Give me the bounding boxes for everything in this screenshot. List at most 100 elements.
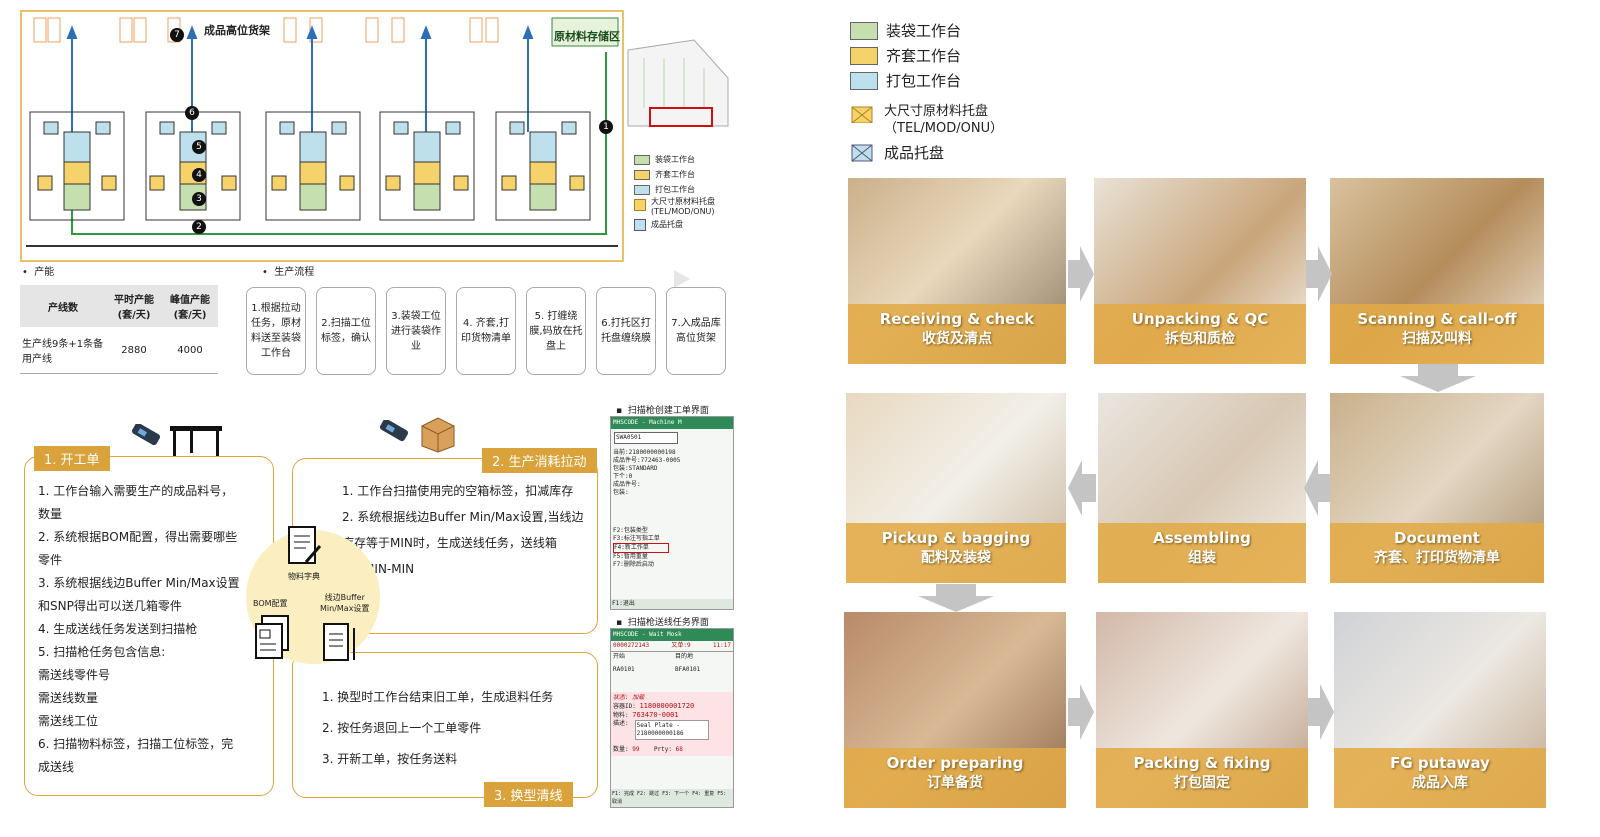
raw-pallet-icon	[851, 106, 873, 123]
scanner2-columns: 开始目的地	[611, 651, 733, 662]
card3-item: 1. 换型时工作台结束旧工单，生成退料任务	[322, 690, 554, 704]
marker-4: 4	[192, 168, 206, 182]
scanner1-line[interactable]: F7:删除后启动	[613, 561, 654, 568]
right-legend-raw-pallet: 大尺寸原材料托盘 （TEL/MOD/ONU）	[850, 103, 1003, 137]
photo-putaway-en: FG putaway	[1390, 754, 1490, 772]
col-peak: 峰值产能 (套/天)	[162, 285, 218, 327]
card1-item: 2. 系统根据BOM配置，得出需要哪些	[38, 530, 238, 544]
scanner-screen-work-order: MHSCODE - Machine M SWA0501 当前:218000000…	[610, 416, 734, 610]
right-swatch-bagging	[850, 21, 878, 40]
photo-pickup-cn: 配料及装袋	[921, 550, 991, 566]
bom-document-icon	[255, 615, 289, 659]
scanner1-line: 成品件号:	[613, 481, 641, 488]
flow-arrow-left-1	[1304, 460, 1330, 516]
process-step-4: 4. 齐套,打印货物清单	[456, 287, 516, 375]
scanner1-line[interactable]: F5:暂用重量	[613, 553, 648, 560]
scanner1-line[interactable]: F2:包装类型	[613, 527, 648, 534]
scanner1-line: 包装:STANDARD	[613, 465, 658, 472]
marker-3: 3	[192, 192, 206, 206]
scanner1-line: 当前:2180000000198	[613, 449, 676, 456]
legend-swatch-fg-pallet	[634, 218, 646, 231]
card1-item: 数量	[38, 507, 63, 521]
process-step-7: 7.入成品库高位货架	[666, 287, 726, 375]
legend-swatch-bagging	[634, 154, 650, 165]
process-step-3: 3.装袋工位进行装袋作业	[386, 287, 446, 375]
scanner1-footer: F1:退出	[611, 599, 733, 609]
scanner1-line[interactable]: F3:标注写指工单	[613, 535, 660, 542]
workbench-icon	[170, 426, 222, 457]
layout-legend: 装袋工作台 齐套工作台 打包工作台 大尺寸原材料托盘 (TEL/MOD/ONU)…	[634, 152, 715, 232]
scanner1-line-highlight[interactable]: F4:新工作单	[613, 543, 669, 553]
card1-title: 1. 开工单	[34, 446, 110, 471]
process-step-2: 2.扫描工位标签，确认	[316, 287, 376, 375]
card2-item: 1. 工作台扫描使用完的空箱标签，扣减库存	[342, 484, 574, 498]
card1-item: 成送线	[38, 760, 75, 774]
card-changeover	[292, 652, 598, 798]
legend-bagging: 装袋工作台	[655, 155, 695, 164]
process-arrow-icon	[674, 270, 690, 288]
flow-arrow-right-3	[1068, 684, 1094, 740]
legend-fg-pallet: 成品托盘	[651, 220, 683, 229]
scanner1-line: 下个:0	[613, 473, 633, 480]
photo-unpacking-en: Unpacking & QC	[1131, 310, 1269, 328]
marker-2: 2	[192, 220, 206, 234]
card2-item: 数=MIN-MIN	[342, 562, 415, 576]
buffer-setting-label: 线边Buffer Min/Max设置	[320, 593, 370, 613]
warehouse-layout-drawing	[26, 17, 619, 247]
photo-unpacking-cn: 拆包和质检	[1165, 331, 1235, 347]
buffer-document-icon	[323, 623, 355, 661]
photo-receiving-cn: 收货及清点	[922, 331, 992, 347]
scanner1-caption: ▪ 扫描枪创建工单界面	[616, 406, 709, 416]
scanner1-line: 成品件号:772463-0005	[613, 457, 681, 464]
marker-7: 7	[170, 28, 184, 42]
photo-unpacking: Unpacking & QC 拆包和质检	[1094, 178, 1306, 364]
flow-arrow-right-1	[1068, 246, 1094, 302]
capacity-heading: • 产能	[22, 267, 55, 278]
warehouse-layout-panel: 成品高位货架 原材料存储区 7 6 5 4 3 2 1	[20, 10, 624, 262]
material-dictionary-label: 物料字典	[288, 572, 320, 581]
right-swatch-kitting	[850, 46, 878, 65]
card1-item: 5. 扫描枪任务包含信息:	[38, 645, 166, 659]
card1-list: 1. 工作台输入需要生产的成品料号， 数量 2. 系统根据BOM配置，得出需要哪…	[38, 480, 270, 779]
photo-assembling-en: Assembling	[1153, 529, 1251, 547]
card1-item: 需送线工位	[38, 714, 99, 728]
card1-item: 零件	[38, 553, 63, 567]
capacity-table: 产线数 平时产能 (套/天) 峰值产能 (套/天) 生产线9条+1条备用产线 2…	[20, 285, 218, 374]
flow-arrow-down-1	[1400, 364, 1476, 392]
box-icon	[421, 417, 455, 453]
card2-list: 1. 工作台扫描使用完的空箱标签，扣减库存 2. 系统根据线边Buffer Mi…	[342, 478, 592, 582]
flow-arrow-down-2	[918, 584, 994, 612]
card3-item: 2. 按任务退回上一个工单零件	[322, 721, 482, 735]
legend-swatch-raw-pallet	[634, 199, 646, 211]
cell-peak: 4000	[162, 327, 218, 374]
scanner2-title-bar: MHSCODE - Wait Mosk	[611, 629, 733, 641]
scanner1-title-bar: MHSCODE - Machine M	[611, 417, 733, 429]
scanner2-task-panel: 状态: 加载 容器ID: 1180000001720 物料: 763470-00…	[611, 692, 733, 756]
legend-kitting: 齐套工作台	[655, 170, 695, 179]
photo-receiving-en: Receiving & check	[879, 310, 1035, 328]
cell-normal: 2880	[106, 327, 162, 374]
marker-1: 1	[599, 120, 613, 134]
legend-raw-pallet: 大尺寸原材料托盘 (TEL/MOD/ONU)	[651, 197, 715, 216]
right-legend-bagging: 装袋工作台	[850, 20, 961, 41]
mini-map	[627, 39, 729, 127]
card1-item: 需送线数量	[38, 691, 99, 705]
marker-6: 6	[185, 106, 199, 120]
photo-order-cn: 订单备货	[927, 775, 983, 791]
card1-item: 4. 生成送线任务发送到扫描枪	[38, 622, 198, 636]
flow-arrow-right-2	[1306, 246, 1332, 302]
col-lines: 产线数	[20, 285, 106, 327]
card2-title: 2. 生产消耗拉动	[482, 448, 597, 473]
card3-list: 1. 换型时工作台结束旧工单，生成退料任务 2. 按任务退回上一个工单零件 3.…	[322, 682, 592, 775]
photo-document-cn: 齐套、打印货物清单	[1374, 550, 1500, 566]
col-normal: 平时产能 (套/天)	[106, 285, 162, 327]
photo-scanning-en: Scanning & call-off	[1357, 310, 1517, 328]
scanner1-input[interactable]: SWA0501	[614, 432, 678, 444]
